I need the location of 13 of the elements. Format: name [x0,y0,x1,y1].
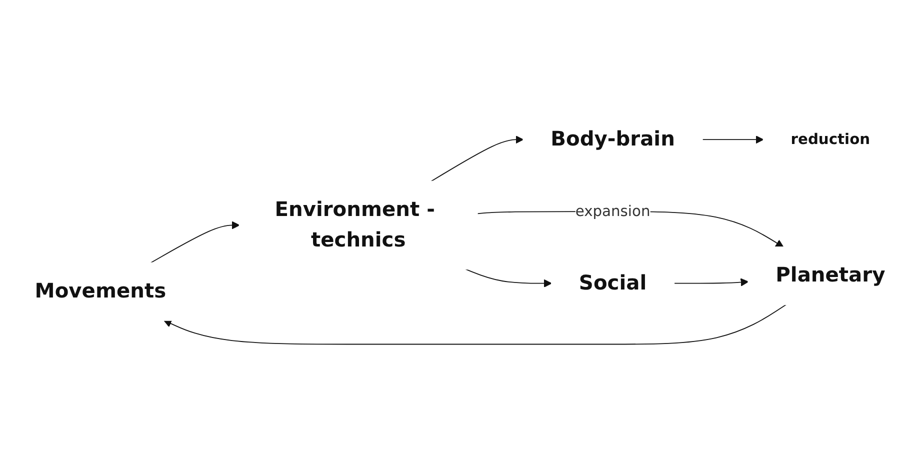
node-text: Body-brain [550,128,675,152]
node-text: Planetary [776,264,886,288]
arrow [702,136,764,144]
node-text: reduction [790,130,870,148]
arrow [674,278,749,286]
arrow [150,221,240,264]
arrow [430,136,524,182]
arrow [164,304,787,345]
node-text: Environment - technics [274,198,435,252]
edge-label: expansion [575,202,650,220]
node-text: Social [578,272,647,295]
arrow [465,268,552,288]
node-text: Movements [34,280,166,304]
